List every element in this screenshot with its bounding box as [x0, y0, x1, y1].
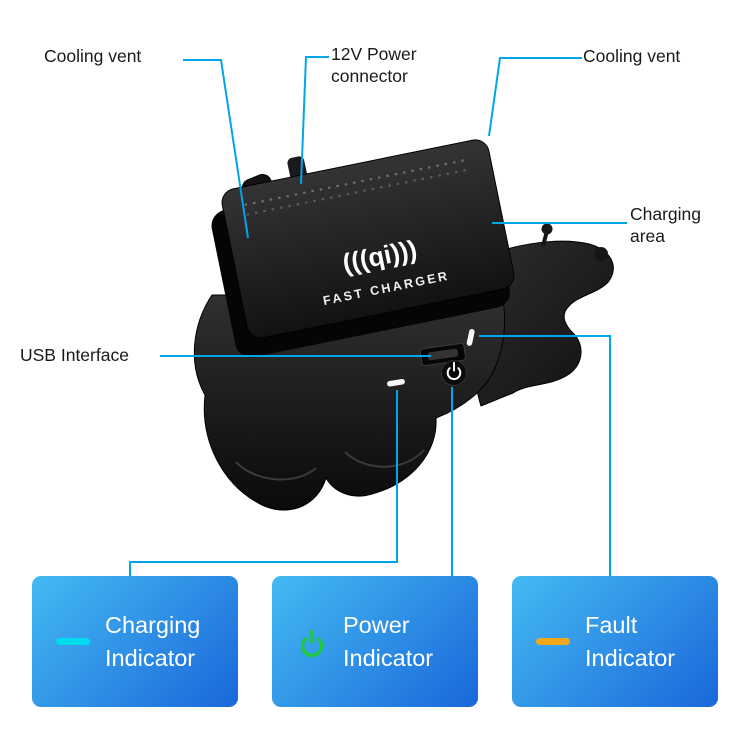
- charging-indicator-dash-icon: [56, 638, 90, 645]
- legend-card-charging: Charging Indicator: [32, 576, 238, 707]
- callout-line-fault-indicator: [479, 335, 611, 577]
- fault-indicator-dash-icon: [536, 638, 570, 645]
- charging-pad: (((qi))) FAST CHARGER: [211, 139, 515, 358]
- legend-card-power: Power Indicator: [272, 576, 478, 707]
- callout-line-cooling-vent-left: [183, 59, 249, 239]
- legend-label-charging: Charging Indicator: [105, 612, 201, 671]
- charging-indicator-led: [387, 379, 405, 387]
- fault-indicator-led: [466, 329, 475, 346]
- legend-card-fault: Fault Indicator: [512, 576, 718, 707]
- cup-rim-left: [235, 461, 317, 481]
- callout-label-cooling-vent-left: Cooling vent: [44, 46, 142, 66]
- callout-line-charging-indicator: [129, 390, 398, 577]
- ball-knob: [594, 247, 608, 261]
- callout-label-cooling-vent-right: Cooling vent: [583, 46, 681, 66]
- power-icon: [300, 629, 324, 657]
- callout-label-charging-area: Charging area: [630, 204, 702, 246]
- callout-line-power-connector: [300, 56, 329, 185]
- callout-label-power-connector: 12V Power connector: [331, 44, 417, 86]
- legend-label-fault: Fault Indicator: [585, 612, 676, 671]
- callout-label-usb-interface: USB Interface: [20, 345, 129, 365]
- power-button: [441, 360, 467, 386]
- callout-line-cooling-vent-right: [488, 57, 582, 137]
- antenna-knob: [541, 223, 553, 235]
- cup-rim-right: [344, 449, 425, 468]
- legend-label-power: Power Indicator: [343, 612, 434, 671]
